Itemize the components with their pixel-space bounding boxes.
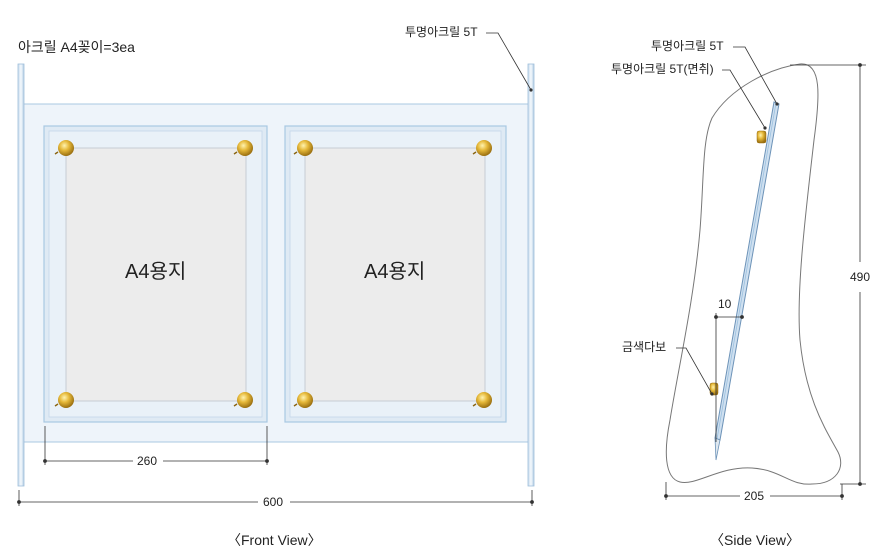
front-post-right: [527, 63, 535, 487]
dimension-490-label: 490: [850, 270, 871, 284]
leader-line-side-acrylic-edge: [722, 69, 766, 129]
front-view-caption: 〈Front View〉: [227, 532, 322, 548]
dimension-260-label: 260: [137, 454, 158, 468]
front-top-acrylic-label: 투명아크릴 5T: [405, 25, 478, 39]
side-base-outline: [665, 63, 842, 485]
side-acrylic-edge-label: 투명아크릴 5T(면취): [611, 62, 714, 76]
dimension-600-label: 600: [263, 495, 284, 509]
gold-standoff: [476, 140, 492, 156]
side-spacer-label: 10: [718, 297, 732, 311]
dimension-490: [790, 63, 866, 486]
front-holder-right: [284, 125, 507, 423]
front-post-left: [17, 63, 25, 487]
gold-standoff: [58, 140, 74, 156]
front-view: [17, 32, 535, 506]
dimension-600: [17, 490, 534, 506]
leader-line-top-acrylic: [486, 32, 532, 91]
paper-label-right: A4용지: [364, 261, 426, 283]
gold-standoff: [237, 392, 253, 408]
gold-standoff: [237, 140, 253, 156]
leader-line-side-acrylic: [733, 46, 778, 105]
side-gold-label: 금색다보: [622, 340, 667, 354]
side-view-caption: 〈Side View〉: [710, 532, 801, 548]
gold-standoff: [297, 140, 313, 156]
paper-label-left: A4용지: [125, 261, 187, 283]
side-gold-standoff-top: [756, 130, 767, 144]
gold-standoff: [476, 392, 492, 408]
gold-standoff: [297, 392, 313, 408]
front-holder-left: [43, 125, 268, 423]
paper-sheet-left: [65, 147, 247, 402]
leader-line-gold: [676, 347, 713, 395]
gold-standoffs-front: [54, 140, 492, 408]
gold-standoff: [58, 392, 74, 408]
dimension-10: [714, 313, 744, 442]
dimension-205-label: 205: [744, 489, 765, 503]
dimension-260: [43, 426, 269, 465]
side-view: [664, 46, 866, 500]
paper-sheet-right: [304, 147, 486, 402]
dimension-205: [664, 482, 844, 500]
front-title-note: 아크릴 A4꽂이=3ea: [18, 39, 135, 55]
side-acrylic-label: 투명아크릴 5T: [651, 39, 724, 53]
